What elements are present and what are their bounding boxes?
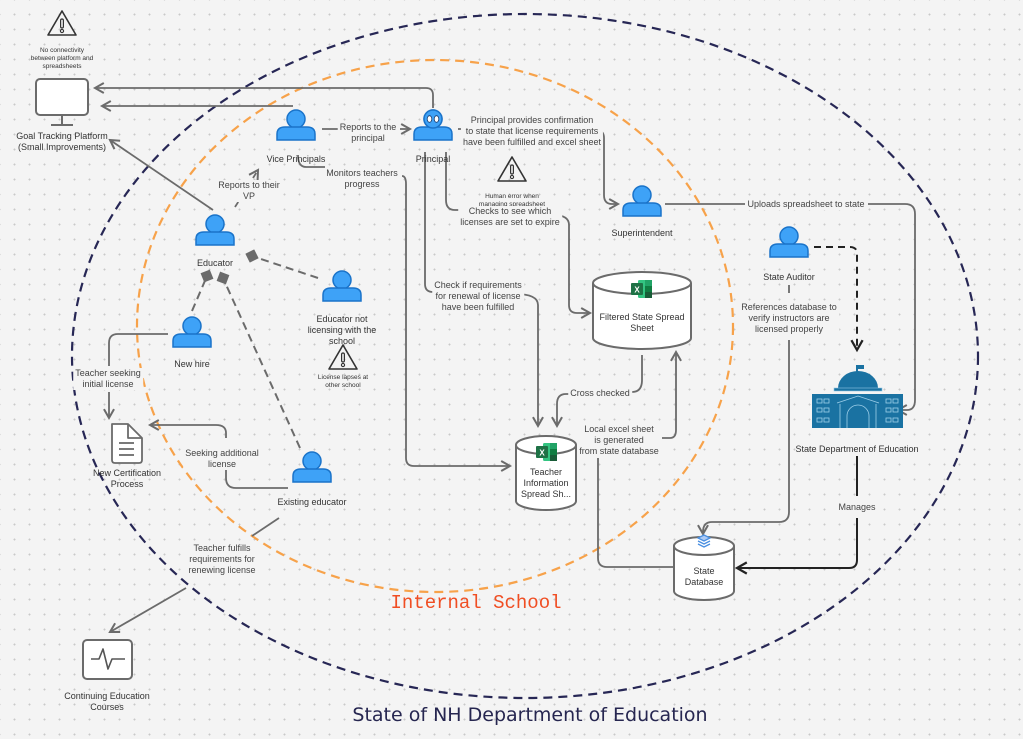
node-state-auditor-label: State Auditor xyxy=(763,272,815,282)
node-filtered-sheet-label: Filtered State Spread Sheet xyxy=(599,312,685,333)
edge-label-principal-confirmation: Principal provides confirmation to state… xyxy=(460,115,604,148)
edge-educator-to-platform[interactable] xyxy=(108,138,214,211)
person-icon-state-auditor[interactable] xyxy=(769,226,809,258)
relation-newhire-educator[interactable] xyxy=(191,269,214,312)
edge-label-local-excel: Local excel sheet is generated from stat… xyxy=(577,424,661,457)
edge-label-seeking-additional: Seeking additional license xyxy=(183,448,261,470)
relation-educator-not-licensing[interactable] xyxy=(245,249,319,279)
node-existing-educator-label: Existing educator xyxy=(277,497,347,507)
internal-school-title: Internal School xyxy=(390,592,562,614)
person-icon-educator[interactable] xyxy=(195,214,235,246)
edge-label-reports-principal: Reports to the principal xyxy=(337,122,399,144)
edge-filtered-cross-checked[interactable] xyxy=(557,355,643,426)
activity-icon[interactable] xyxy=(82,639,133,680)
document-icon[interactable] xyxy=(111,423,143,464)
warning-icon-human-error xyxy=(497,156,527,182)
government-building-icon[interactable] xyxy=(812,365,903,428)
node-superintendent-label: Superintendent xyxy=(611,228,673,238)
edge-newhire-seeking-initial[interactable] xyxy=(109,333,168,418)
edge-label-reports-vp: Reports to their VP xyxy=(216,180,282,202)
edge-educator-reports-vp[interactable] xyxy=(234,170,258,208)
node-teacher-sheet-label: Teacher Information Spread Sh... xyxy=(520,467,572,499)
relation-existing-educator[interactable] xyxy=(216,271,301,449)
edge-principal-checks-expire[interactable] xyxy=(445,152,590,313)
node-principal-label: Principal xyxy=(415,154,451,164)
warning-icon-license-lapses xyxy=(328,344,358,370)
person-icon-principal[interactable] xyxy=(413,109,453,141)
node-educator-label: Educator xyxy=(196,258,234,268)
warning-no-connectivity-text: No connectivity between platform and spr… xyxy=(30,47,94,70)
node-continuing-education-label: Continuing Education Courses xyxy=(64,691,150,712)
edge-label-seeking-initial: Teacher seeking initial license xyxy=(73,368,143,390)
monitor-icon[interactable] xyxy=(35,78,89,126)
person-icon-new-hire[interactable] xyxy=(172,316,212,348)
state-database-cylinder[interactable] xyxy=(673,536,735,601)
person-icon-educator-not-licensing[interactable] xyxy=(322,270,362,302)
edge-existing-seeking-additional[interactable] xyxy=(150,425,288,489)
person-icon-superintendent[interactable] xyxy=(622,185,662,217)
edge-superintendent-uploads[interactable] xyxy=(665,203,916,410)
warning-human-error-text: Human error when managing spreadsheet xyxy=(478,193,546,208)
node-new-certification-label: New Certification Process xyxy=(92,468,162,489)
warning-license-lapses-text: License lapses at other school xyxy=(317,374,369,389)
edge-vp-monitors[interactable] xyxy=(297,154,510,466)
database-stack-icon xyxy=(696,534,712,548)
state-department-title: State of NH Department of Education xyxy=(352,704,708,726)
edge-label-uploads: Uploads spreadsheet to state xyxy=(745,199,867,210)
node-new-hire-label: New hire xyxy=(174,359,210,369)
node-vice-principals-label: Vice Principals xyxy=(266,154,326,164)
edge-local-to-filtered[interactable] xyxy=(662,349,682,439)
edge-local-generated[interactable] xyxy=(597,458,673,568)
edge-principal-to-platform[interactable] xyxy=(92,82,434,108)
edge-label-references-db: References database to verify instructor… xyxy=(739,302,839,335)
edge-label-cross-checked: Cross checked xyxy=(568,388,632,399)
edge-existing-fulfills[interactable] xyxy=(110,517,280,632)
person-icon-vice-principals[interactable] xyxy=(276,109,316,141)
node-state-dept-label: State Department of Education xyxy=(795,444,919,454)
edge-auditor-to-dept[interactable] xyxy=(814,246,864,353)
node-state-database-label: State Database xyxy=(684,566,724,587)
edge-label-fulfills-renewing: Teacher fulfills requirements for renewi… xyxy=(186,543,258,576)
state-boundary-ellipse xyxy=(70,12,980,700)
node-educator-not-licensing-label: Educator not licensing with the school xyxy=(307,314,377,346)
edge-label-check-requirements: Check if requirements for renewal of lic… xyxy=(432,280,524,313)
edge-label-monitors: Monitors teachers progress xyxy=(324,168,400,190)
edge-label-checks-expire: Checks to see which licenses are set to … xyxy=(458,206,562,228)
edge-auditor-references[interactable] xyxy=(703,285,790,534)
warning-icon-no-connectivity xyxy=(47,10,77,36)
internal-school-boundary-ellipse xyxy=(135,58,735,594)
person-icon-existing-educator[interactable] xyxy=(292,451,332,483)
edge-label-manages: Manages xyxy=(836,502,878,513)
edge-dept-manages-db[interactable] xyxy=(737,456,858,568)
node-goal-platform-label: Goal Tracking Platform (Small Improvemen… xyxy=(16,131,108,152)
